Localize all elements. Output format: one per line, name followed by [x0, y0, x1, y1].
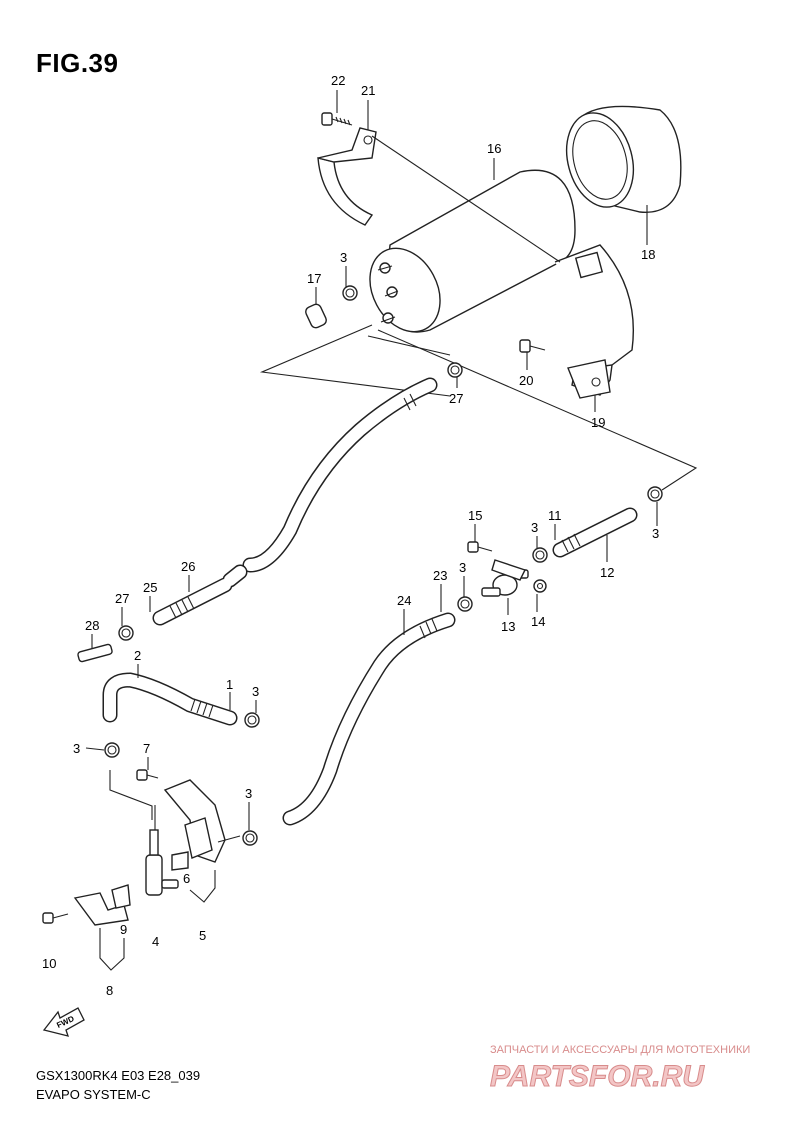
callout-11: 11 [548, 508, 562, 523]
clip-6 [171, 851, 189, 871]
callout-2: 2 [134, 648, 141, 663]
callout-8: 8 [106, 983, 113, 998]
hose-12 [552, 507, 638, 558]
bolt-10 [42, 912, 69, 924]
callout-12: 12 [600, 565, 614, 580]
callout-18: 18 [641, 247, 655, 262]
leader-line [377, 329, 698, 491]
model-code: GSX1300RK4 E03 E28_039 [36, 1068, 201, 1083]
valve-4 [145, 805, 179, 896]
callout-23: 23 [433, 568, 447, 583]
hose-2 [102, 672, 238, 726]
clamp-3 [532, 547, 548, 563]
callout-27: 27 [449, 391, 463, 406]
bolt-7 [136, 769, 159, 781]
callout-26: 26 [181, 559, 195, 574]
bracket-19 [554, 244, 635, 399]
clamp-3 [457, 596, 473, 612]
callout-27: 27 [115, 591, 129, 606]
clamp-27 [118, 625, 134, 641]
callout-3: 3 [531, 520, 538, 535]
callout-4: 4 [152, 934, 159, 949]
callout-9: 9 [120, 922, 127, 937]
callout-13: 13 [501, 619, 515, 634]
callout-21: 21 [361, 83, 375, 98]
callout-3: 3 [73, 741, 80, 756]
valve-13 [481, 559, 529, 597]
callout-24: 24 [397, 593, 411, 608]
joint-28 [77, 643, 113, 663]
figure-title: FIG.39 [36, 48, 119, 78]
callout-19: 19 [591, 415, 605, 430]
leader-line [259, 324, 451, 397]
watermark-brand: PARTSFOR.RU [490, 1060, 705, 1093]
callout-1: 1 [226, 677, 233, 692]
callout-3: 3 [459, 560, 466, 575]
leader-line [99, 928, 125, 971]
leader-line [189, 870, 216, 903]
clip-9 [111, 884, 131, 909]
leader-line [217, 835, 241, 843]
callout-3: 3 [245, 786, 252, 801]
section-name: EVAPO SYSTEM-C [36, 1087, 151, 1102]
bracket-21 [317, 127, 377, 226]
callout-3: 3 [252, 684, 259, 699]
clamp-3 [244, 712, 260, 728]
callout-20: 20 [519, 373, 533, 388]
rubber-sleeve-18 [565, 105, 682, 213]
leader-line [367, 335, 451, 356]
hose-24 [282, 612, 456, 826]
bolt-20 [519, 339, 546, 353]
clamp-27 [447, 362, 463, 378]
watermark-tagline: ЗАПЧАСТИ И АКСЕССУАРЫ ДЛЯ МОТОТЕХНИКИ [490, 1044, 750, 1056]
callout-3: 3 [652, 526, 659, 541]
clamp-3 [342, 285, 358, 301]
callout-5: 5 [199, 928, 206, 943]
hose-26 [152, 377, 438, 626]
watermark-logo: ЗАПЧАСТИ И АКСЕССУАРЫ ДЛЯ МОТОТЕХНИКИ PA… [490, 1044, 751, 1094]
leader-line [371, 135, 561, 263]
callout-28: 28 [85, 618, 99, 633]
callout-22: 22 [331, 73, 345, 88]
clamp-3 [647, 486, 663, 502]
callout-7: 7 [143, 741, 150, 756]
bolt-22 [321, 112, 353, 126]
bolt-15 [467, 541, 493, 553]
callout-3: 3 [340, 250, 347, 265]
callout-10: 10 [42, 956, 56, 971]
cap-17 [305, 303, 327, 329]
canister-16 [369, 169, 576, 333]
callout-25: 25 [143, 580, 157, 595]
callout-leaders [85, 90, 658, 830]
clamp-3 [242, 830, 258, 846]
callout-14: 14 [531, 614, 545, 629]
bracket-5 [163, 779, 226, 863]
washer-14 [533, 579, 547, 593]
leader-line [109, 770, 153, 820]
callout-6: 6 [183, 871, 190, 886]
callout-17: 17 [307, 271, 321, 286]
forward-arrow-icon: FWD [42, 1007, 85, 1037]
callout-16: 16 [487, 141, 501, 156]
callout-15: 15 [468, 508, 482, 523]
callout-labels: 1 2 3 3 3 3 3 3 3 4 5 6 7 8 9 10 11 12 1… [42, 73, 659, 998]
clamp-3 [104, 742, 120, 758]
